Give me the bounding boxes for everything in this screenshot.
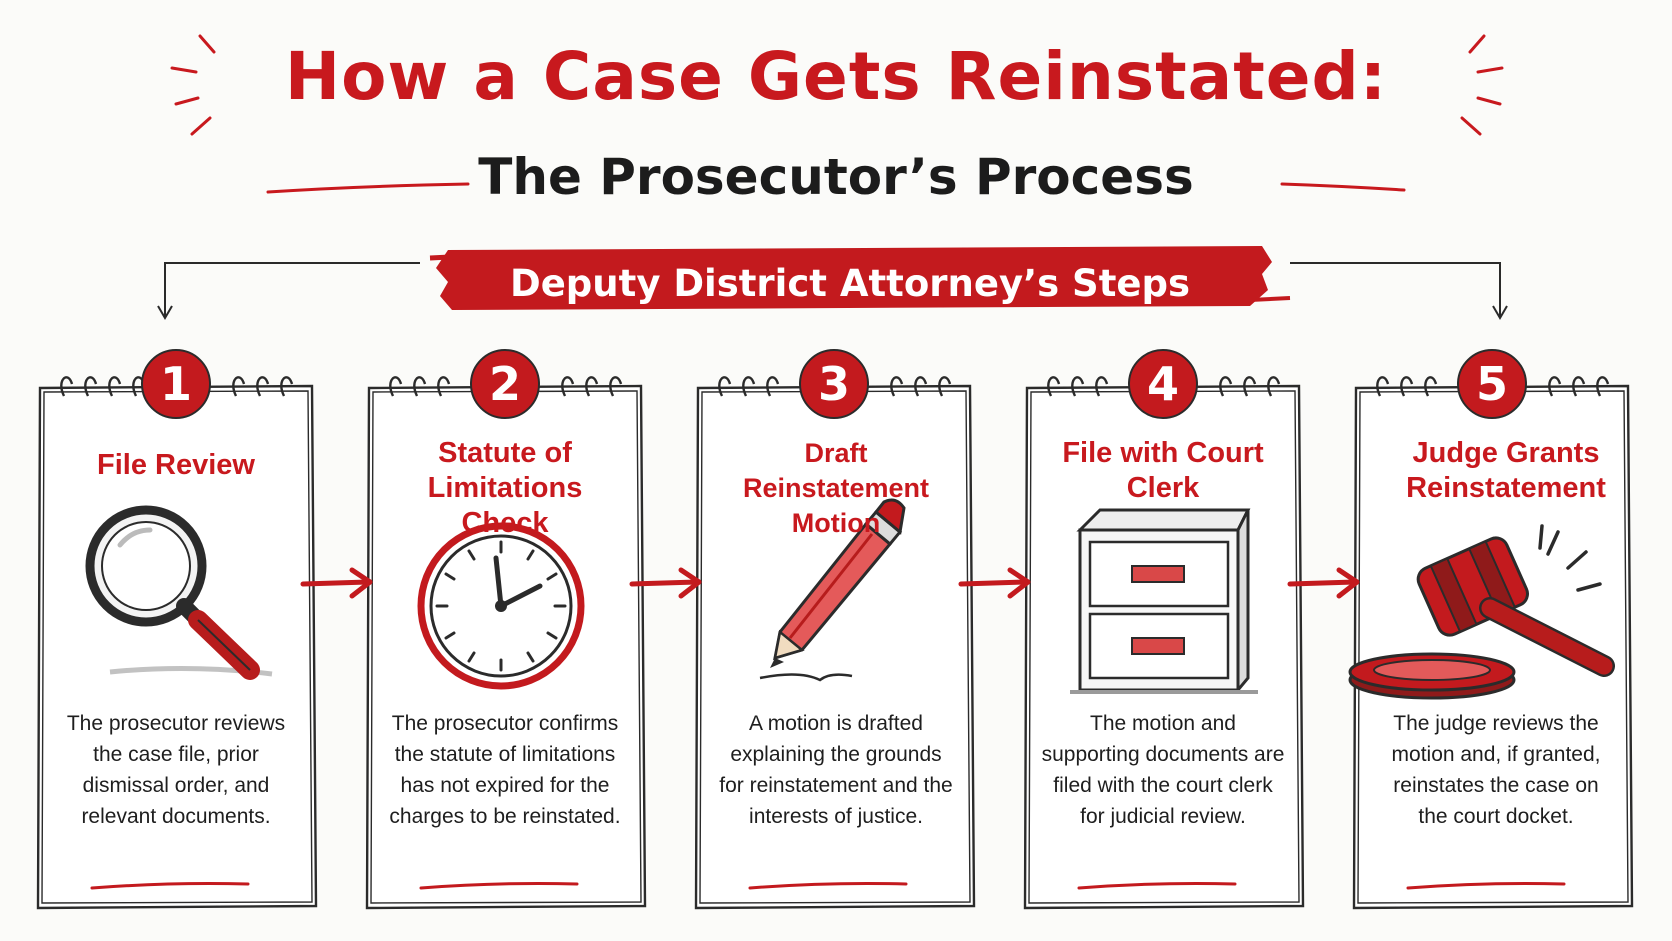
- clock-icon: [417, 522, 585, 690]
- banner-connectors: [157, 262, 1508, 320]
- flow-arrows: [300, 567, 1360, 599]
- step-4-description: The motion and supporting documents are …: [1041, 712, 1285, 828]
- number-badges: [141, 349, 1527, 419]
- step-5-number: 5: [1475, 357, 1508, 411]
- step-5-description: The judge reviews the motion and, if gra…: [1391, 712, 1601, 828]
- step-5-title: Judge Grants Reinstatement: [1406, 437, 1606, 504]
- card-frame-echo: [41, 390, 1629, 904]
- steps-banner: Deputy District Attorney’s Steps: [510, 262, 1190, 305]
- subtitle-dash-left: [266, 182, 470, 194]
- pencil-icon: [759, 498, 906, 682]
- spiral-rings: [60, 376, 1610, 397]
- magnifying-glass-icon: [85, 505, 273, 680]
- card-underlines: [90, 882, 1566, 890]
- page-subtitle: The Prosecutor’s Process: [478, 148, 1194, 206]
- title-accent-left: [170, 34, 216, 136]
- step-4-title: File with Court Clerk: [1062, 437, 1264, 504]
- step-1-number: 1: [159, 357, 192, 411]
- page-title: How a Case Gets Reinstated:: [284, 38, 1388, 115]
- step-2-number: 2: [488, 357, 521, 411]
- step-3-description: A motion is drafted explaining the groun…: [719, 712, 953, 828]
- step-4-number: 4: [1146, 357, 1179, 411]
- title-accent-right: [1460, 34, 1504, 136]
- step-3-number: 3: [817, 357, 850, 411]
- step-1-title: File Review: [97, 449, 255, 481]
- subtitle-dash-right: [1280, 182, 1406, 192]
- filing-cabinet-icon: [1070, 508, 1258, 695]
- step-1-description: The prosecutor reviews the case file, pr…: [66, 712, 286, 828]
- step-2-title: Statute of Limitations Check: [427, 437, 583, 539]
- step-3-title: Draft Reinstatement Motion: [742, 438, 930, 538]
- step-2-description: The prosecutor confirms the statute of l…: [389, 712, 621, 828]
- gavel-icon: [1348, 524, 1615, 700]
- banner-brush: [429, 246, 1291, 310]
